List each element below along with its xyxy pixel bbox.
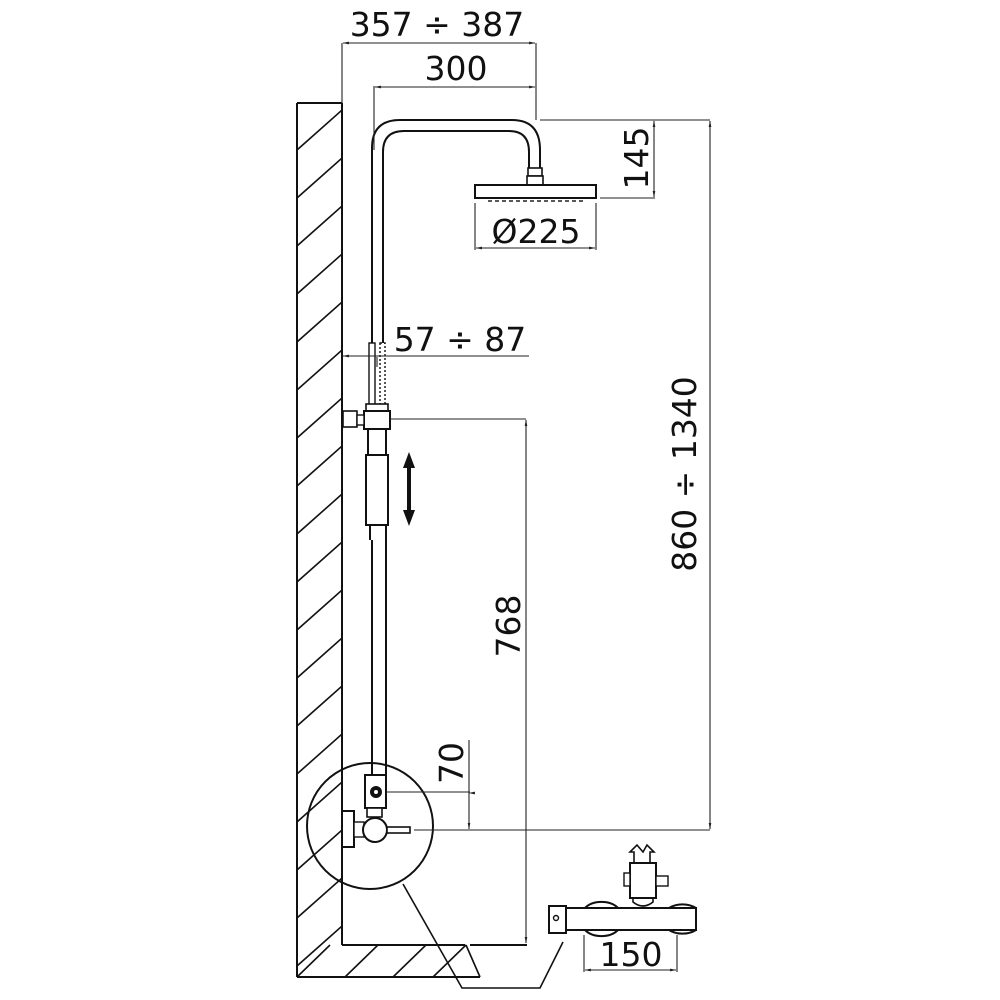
dim-total-height: 860 ÷ 1340 (665, 376, 704, 572)
dim-arm-length: 300 (425, 49, 488, 88)
mixer-front-view (548, 843, 697, 938)
dim-outlet-offset: 70 (432, 742, 471, 784)
dim-riser-offset: 57 ÷ 87 (394, 320, 527, 359)
detail-leader-line (402, 883, 564, 989)
shower-head (474, 167, 597, 202)
dim-head-drop: 145 (617, 127, 656, 190)
hand-shower-and-slider (342, 342, 391, 540)
dim-head-diameter: Ø225 (492, 212, 581, 251)
slide-arrow-icon (403, 452, 415, 526)
wall-section (296, 102, 343, 977)
floor-section (296, 944, 527, 978)
dim-slider-height: 768 (489, 595, 528, 658)
dim-arm-projection: 357 ÷ 387 (350, 5, 525, 44)
dim-mixer-centres: 150 (600, 935, 663, 974)
mixer-side-view (306, 762, 434, 890)
dimension-lines (341, 41, 712, 972)
